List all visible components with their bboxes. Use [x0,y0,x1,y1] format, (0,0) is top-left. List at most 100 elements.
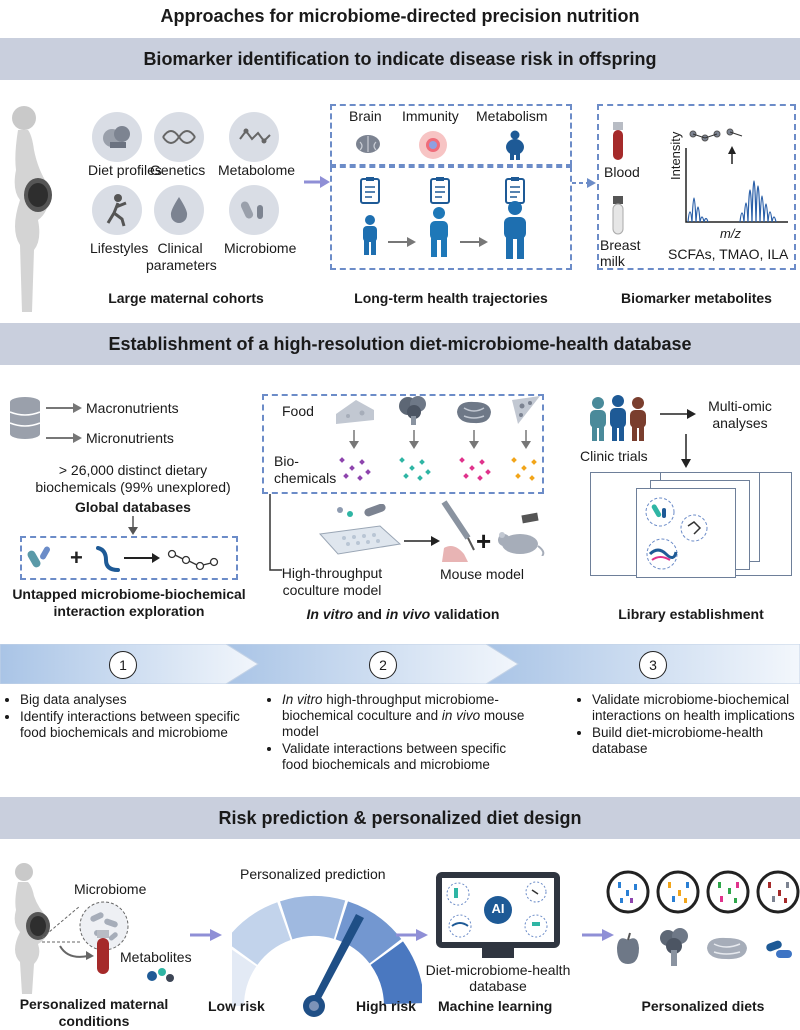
mouse-icon [498,512,545,556]
meat-icon [457,401,491,424]
sample-label: Blood [604,164,640,180]
arrow-right-icon [396,929,428,941]
gauge-title: Personalized prediction [240,866,386,882]
biomarker-box [597,104,796,270]
global-db-caption: Global databases [75,499,191,515]
section-title: Establishment of a high-resolution diet-… [108,333,692,354]
arrow-right-icon [404,536,440,546]
diet-icon [92,112,142,162]
step-bullet: In vitro high-throughput microbiome-bioc… [282,692,530,740]
arrow-right-icon [582,929,614,941]
step-bullet: Validate interactions between specific f… [282,741,530,773]
curved-arrow-icon [59,945,94,960]
step-3-text: Validate microbiome-biochemical interact… [578,692,796,758]
brain-icon [356,135,380,153]
clinic-trial-people-icon [590,395,646,441]
cohort-item: Microbiome [224,240,297,256]
maternal-caption: Personalized maternal conditions [19,996,169,1029]
cohorts-caption: Large maternal cohorts [108,290,264,306]
coculture-label: High-throughput coculture model [281,565,383,598]
cohort-item: Lifestyles [90,240,149,256]
lifestyle-icon [92,185,142,235]
food-biochemical-box [262,394,544,494]
petri-dish-icon [706,870,750,914]
apple-icon [617,932,639,964]
y-axis-label: Intensity [668,131,683,180]
broccoli-icon [660,928,688,966]
trajectories-caption: Long-term health trajectories [354,290,548,306]
monitor-stand [482,948,514,958]
cohort-item: Clinical parameters [146,240,217,273]
step-number: 3 [639,651,667,679]
row-label-biochemicals: Bio-chemicals [274,453,337,486]
gauge-segment [232,902,291,965]
omics-label: Multi-omic analyses [708,398,772,431]
dna-icon [154,112,204,162]
blood-tube-icon [97,930,109,974]
domain-label: Immunity [402,108,459,124]
step-bullet: Big data analyses [20,692,254,708]
x-axis-label: m/z [720,226,741,241]
pregnant-woman-icon [14,863,50,994]
health-domains-box [330,104,572,166]
section-title: Risk prediction & personalized diet desi… [218,807,582,828]
arrow-right-icon [46,403,82,413]
teen-icon [430,207,448,257]
validation-caption: In vitro and in vivo validation [306,606,500,622]
cohort-item: Genetics [150,162,206,178]
arrow-right-icon [46,433,82,443]
library-page [636,488,736,578]
petri-dishes [606,870,800,914]
child-icon [363,215,377,255]
step-number: 1 [109,651,137,679]
section-title: Biomarker identification to indicate dis… [143,48,657,69]
arrow-right-icon [572,178,596,188]
immunity-icon [419,131,447,159]
diets-caption: Personalized diets [641,998,765,1014]
mouse-label: Mouse model [440,566,525,582]
petri-dish-icon [756,870,800,914]
gauge-segment [280,896,346,940]
cohort-item: Metabolome [218,162,296,178]
body-icon [506,130,524,160]
nutrient-type: Macronutrients [86,400,179,416]
connector-line [41,905,81,943]
syringe-icon [441,500,475,562]
interaction-caption: Untapped microbiome-biochemical interact… [12,586,246,619]
domain-label: Metabolism [476,108,548,124]
petri-dish-icon [606,870,650,914]
library-microbes [645,497,708,570]
library-caption: Library establishment [618,606,764,622]
interaction-diagram: + [27,545,219,572]
pregnant-woman-icon [12,106,52,312]
gauge-segment [335,901,402,964]
biochemical-dots [339,457,537,481]
milk-tube-icon [612,196,624,235]
arrow-down-icon [128,516,138,535]
step-number: 2 [369,651,397,679]
arrow-down-icon [349,430,359,449]
step-bullet: Validate microbiome-biochemical interact… [592,692,796,724]
step-2-text: In vitro high-throughput microbiome-bioc… [268,692,530,774]
database-icon [9,397,41,439]
arrow-right-icon [660,409,696,419]
connector-line [269,494,282,571]
section-band-database: Establishment of a high-resolution diet-… [0,323,800,365]
ml-caption: Machine learning [438,998,553,1014]
sample-label: Breast milk [600,237,641,269]
metabolites-label: Metabolites [120,949,192,965]
low-risk-label: Low risk [208,998,265,1014]
arrow-down-icon [681,434,691,468]
arrow-down-icon [409,430,419,449]
row-label-food: Food [282,403,314,419]
ai-network-icon [446,881,548,938]
trials-label: Clinic trials [580,448,648,464]
adult-icon [504,201,526,259]
step-1-text: Big data analyses Identify interactions … [6,692,254,742]
bacteria-icon [229,185,279,235]
interaction-box [20,536,238,580]
gauge-segment [232,949,257,1006]
microbiome-label: Microbiome [74,881,147,897]
step-bullet: Build diet-microbiome-health database [592,725,796,757]
petri-dish-icon [656,870,700,914]
